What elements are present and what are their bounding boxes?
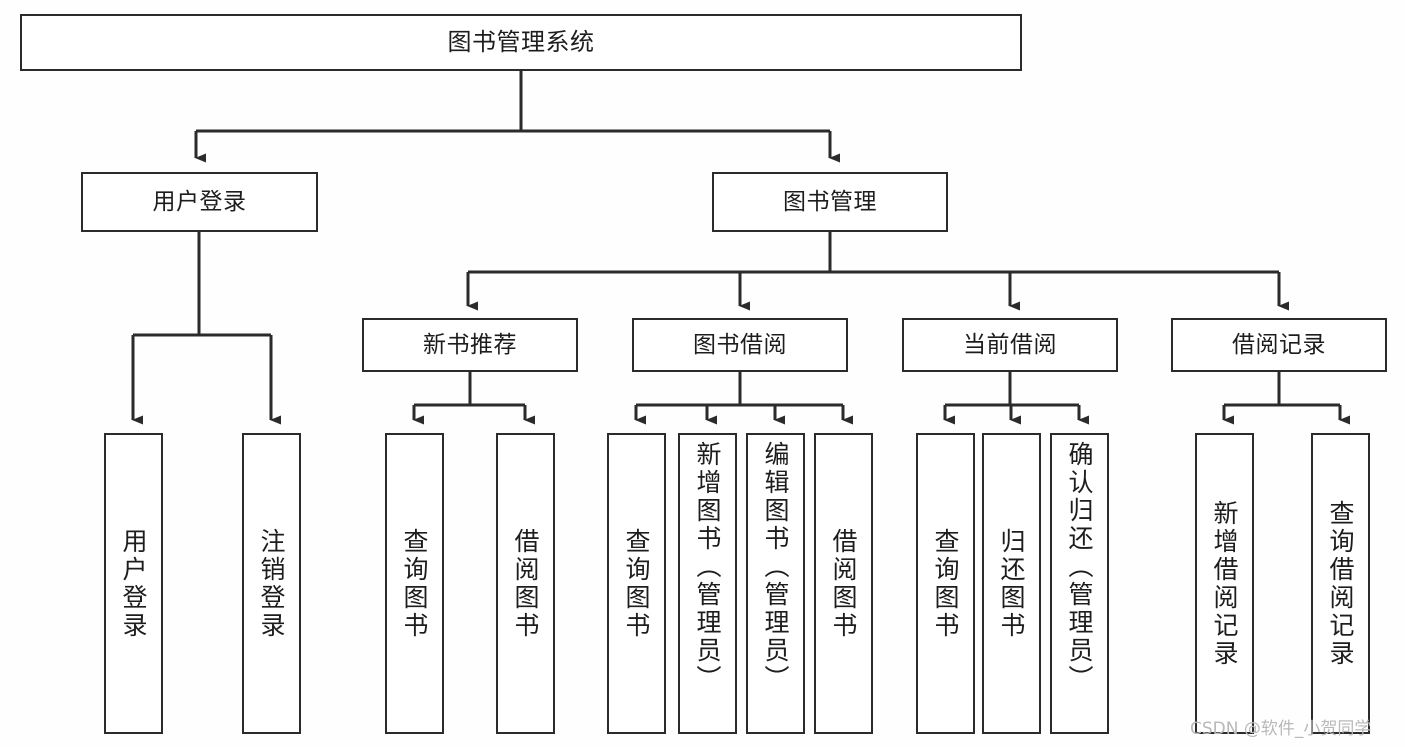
node-label: 编辑图书（管理员） — [761, 441, 790, 693]
leaf-current-return-book[interactable]: 归还图书 — [982, 433, 1041, 734]
leaf-borrow-query-book[interactable]: 查询图书 — [607, 433, 666, 734]
node-label: 借阅图书 — [829, 527, 858, 640]
node-label: 用户登录 — [152, 188, 247, 215]
node-label: 图书管理 — [783, 188, 877, 215]
csdn-watermark: CSDN @软件_小贺同学 — [1190, 719, 1372, 739]
node-label: 用户登录 — [119, 527, 148, 640]
leaf-borrow-borrow-book[interactable]: 借阅图书 — [814, 433, 873, 734]
leaf-borrow-add-book-admin[interactable]: 新增图书（管理员） — [678, 433, 737, 734]
node-book-borrow[interactable]: 图书借阅 — [632, 318, 848, 372]
node-label: 新增借阅记录 — [1210, 499, 1239, 668]
leaf-current-query-book[interactable]: 查询图书 — [916, 433, 975, 734]
node-label: 查询图书 — [400, 527, 429, 640]
node-new-book-recommend[interactable]: 新书推荐 — [362, 318, 578, 372]
node-label: 当前借阅 — [963, 331, 1057, 358]
leaf-new-book-borrow-book[interactable]: 借阅图书 — [496, 433, 555, 734]
leaf-user-login-logout[interactable]: 注销登录 — [242, 433, 301, 734]
node-borrow-records[interactable]: 借阅记录 — [1171, 318, 1387, 372]
node-label: 查询图书 — [931, 527, 960, 640]
leaf-user-login-login[interactable]: 用户登录 — [104, 433, 163, 734]
node-label: 归还图书 — [997, 527, 1026, 640]
leaf-records-add-record[interactable]: 新增借阅记录 — [1195, 433, 1254, 734]
node-current-borrow[interactable]: 当前借阅 — [902, 318, 1118, 372]
node-label: 查询借阅记录 — [1326, 499, 1355, 668]
node-label: 借阅图书 — [511, 527, 540, 640]
leaf-current-confirm-return-admin[interactable]: 确认归还（管理员） — [1050, 433, 1109, 734]
node-label: 新书推荐 — [423, 331, 517, 358]
node-label: 查询图书 — [622, 527, 651, 640]
node-user-login[interactable]: 用户登录 — [81, 172, 318, 232]
node-label: 借阅记录 — [1232, 331, 1326, 358]
leaf-records-query-record[interactable]: 查询借阅记录 — [1311, 433, 1370, 734]
node-label: 图书借阅 — [693, 331, 787, 358]
node-label: 图书管理系统 — [447, 27, 595, 56]
node-book-management[interactable]: 图书管理 — [712, 172, 948, 232]
node-label: 注销登录 — [257, 527, 286, 640]
node-root-system[interactable]: 图书管理系统 — [20, 14, 1022, 71]
node-label: 新增图书（管理员） — [693, 441, 722, 693]
node-label: 确认归还（管理员） — [1065, 441, 1094, 693]
leaf-borrow-edit-book-admin[interactable]: 编辑图书（管理员） — [746, 433, 805, 734]
leaf-new-book-query-book[interactable]: 查询图书 — [385, 433, 444, 734]
